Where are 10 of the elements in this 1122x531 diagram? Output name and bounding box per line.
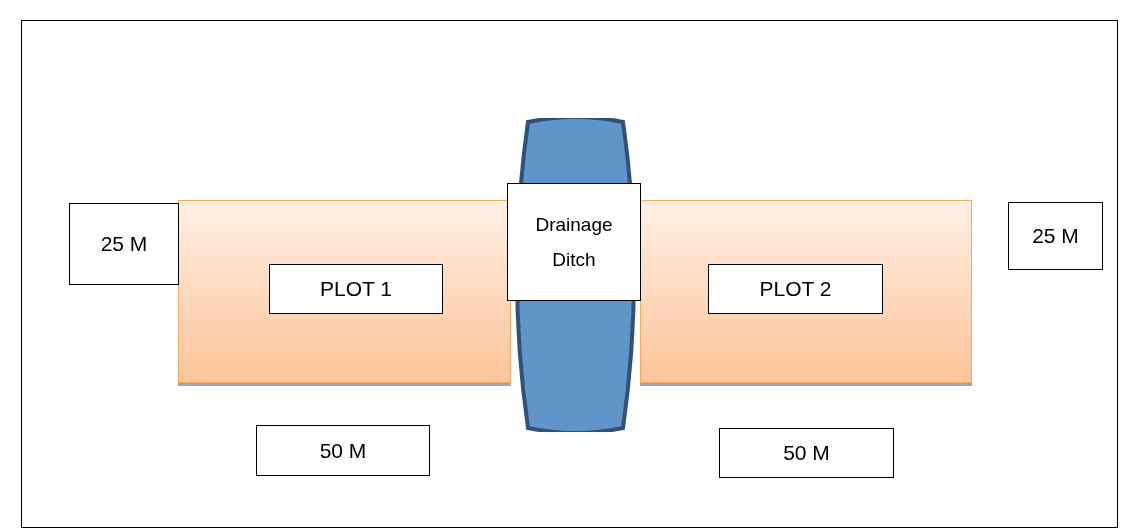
plot-area: [640, 200, 972, 383]
drainage-ditch: [508, 118, 643, 432]
plot-label: PLOT 1: [269, 264, 443, 314]
plot-label: PLOT 2: [708, 264, 883, 314]
plot-area: [178, 200, 511, 383]
ditch-label: Drainage Ditch: [507, 183, 641, 301]
dimension-label: 25 M: [1008, 202, 1103, 270]
dimension-label: 50 M: [256, 425, 430, 476]
dimension-label: 25 M: [69, 203, 179, 285]
dimension-label: 50 M: [719, 428, 894, 478]
